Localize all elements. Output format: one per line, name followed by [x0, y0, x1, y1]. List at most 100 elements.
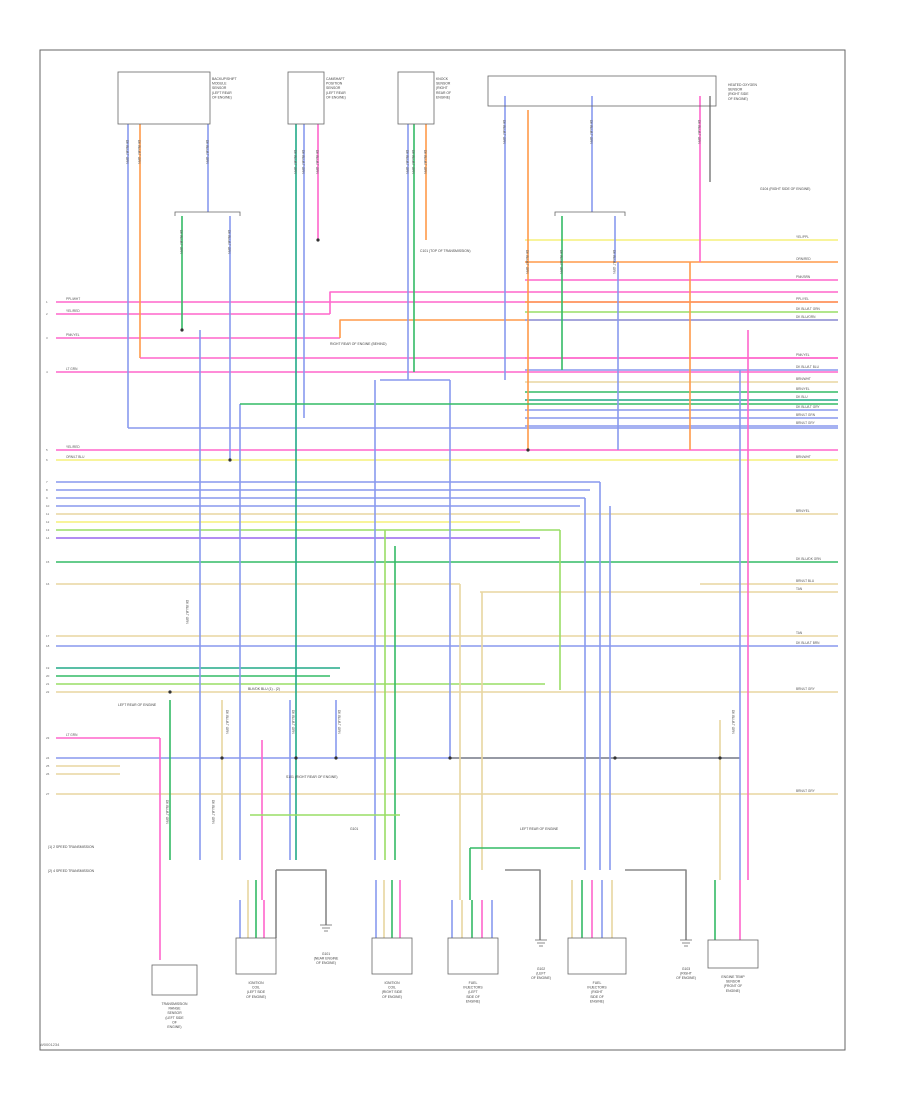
pin-number: 15: [46, 560, 50, 564]
vertical-wire-label: DK BLU/LT GRN: [337, 710, 341, 734]
legend-note: (2) 4 SPEED TRANSMISSION: [48, 869, 95, 873]
vertical-wire-label: DK BLU/LT GRN: [211, 800, 215, 824]
sensor-label: POSITION: [326, 82, 343, 86]
footer-code: W0001234: [40, 1042, 60, 1047]
splice-dot: [220, 756, 224, 760]
pin-number: 5: [46, 448, 48, 452]
splice-dot: [180, 328, 184, 332]
sensor-label: MODULE: [212, 82, 227, 86]
splice-dot: [448, 756, 452, 760]
ground-wire: [276, 869, 327, 925]
component-label: IGNITION: [248, 981, 264, 985]
pin-number: 7: [46, 480, 48, 484]
vertical-wire-label: DK BLU/LT GRN: [423, 150, 427, 174]
component-label: TRANSMISSION: [162, 1002, 188, 1006]
vertical-wire-label: DK BLU/LT GRN: [179, 230, 183, 254]
vertical-wire-label: DK BLU/LT GRN: [137, 140, 141, 164]
note-label: BLK/DK BLU (1) - (2): [248, 687, 280, 691]
sensor-label: OF ENGINE): [728, 97, 748, 101]
component-label: G103: [682, 967, 690, 971]
wire-label: BRN/LT GRY: [796, 789, 816, 793]
component-label: G102: [537, 967, 545, 971]
pin-number: 13: [46, 528, 50, 532]
pin-number: 1: [46, 300, 48, 304]
note-label: LEFT REAR OF ENGINE: [118, 703, 157, 707]
note-label: G104 (RIGHT SIDE OF ENGINE): [760, 187, 810, 191]
pin-number: 8: [46, 488, 48, 492]
wire-label: BRN/WHT: [796, 455, 811, 459]
component-group: [117, 71, 759, 996]
splice-dot: [168, 690, 172, 694]
wire-label: BRN/LT GRN: [796, 413, 816, 417]
wire-label: TAN: [796, 631, 803, 635]
note-label: C101 (TOP OF TRANSMISSION): [420, 249, 471, 253]
vertical-wire-label: DK BLU/LT GRN: [697, 120, 701, 144]
component-label: (FRONT OF: [724, 984, 742, 988]
wire-label: DK BLU/DK GRN: [796, 557, 821, 561]
splice-dot: [613, 756, 617, 760]
wire-label: DK BLU/LT BLU: [796, 365, 820, 369]
vertical-wire-label: DK BLU/LT GRN: [165, 800, 169, 824]
connector-bracket: [174, 211, 241, 216]
ground-wire: [505, 869, 541, 940]
vertical-wire-label: DK BLU/LT GRN: [225, 710, 229, 734]
component-label: SENSOR: [726, 980, 741, 984]
component-label: (LEFT: [536, 972, 545, 976]
wire-label: BRN/WHT: [796, 377, 811, 381]
component-label: OF ENGINE): [246, 995, 266, 999]
component-label: (LEFT: [468, 990, 477, 994]
pin-number: 4: [46, 370, 48, 374]
component-label: COIL: [388, 986, 396, 990]
vertical-wire-label: DK BLU/LT GRN: [612, 250, 616, 274]
vertical-wire-label: DK BLU/LT GRN: [315, 150, 319, 174]
component-label: ENGINE TEMP: [721, 975, 745, 979]
component-b4: [371, 937, 413, 975]
sensor-label: HEATED OXYGEN: [728, 83, 758, 87]
connector-bracket: [554, 211, 626, 216]
pin-number: 18: [46, 644, 50, 648]
note-label: S101 (RIGHT REAR OF ENGINE): [286, 775, 338, 779]
component-label: INJECTORS: [587, 986, 607, 990]
component-label: ENGINE): [466, 999, 480, 1003]
sensor-label: (RIGHT SIDE: [728, 92, 749, 96]
ground-symbol: [535, 939, 547, 947]
sensor-label: CAMSHAFT: [326, 77, 345, 81]
vertical-wire-label: DK BLU/LT GRN: [227, 230, 231, 254]
sensor-c3: [397, 71, 435, 125]
component-label: SENSOR: [167, 1011, 182, 1015]
sensor-label: SENSOR: [728, 88, 743, 92]
vertical-wire-label: DK BLU/LT GRN: [559, 250, 563, 274]
pin-number: 26: [46, 772, 50, 776]
vertical-wire-label: DK BLU/LT GRN: [293, 150, 297, 174]
wire-label: LT GRN: [66, 367, 78, 371]
sensor-label: KNOCK: [436, 77, 449, 81]
wire-group: [56, 96, 838, 960]
pin-number: 11: [46, 512, 49, 516]
splice-dot: [526, 448, 530, 452]
sensor-label: (LEFT REAR: [212, 91, 232, 95]
component-label: SIDE OF: [466, 995, 480, 999]
ground-wire: [625, 869, 687, 940]
wire-label: YEL/RED: [66, 445, 80, 449]
pin-number: 25: [46, 764, 50, 768]
legend-note: (1) 2 SPEED TRANSMISSION: [48, 845, 95, 849]
pin-number: 27: [46, 792, 50, 796]
pin-number: 21: [46, 682, 50, 686]
splice-dot: [228, 458, 232, 462]
component-label: FUEL: [593, 981, 602, 985]
component-label: (RIGHT SIDE: [382, 990, 403, 994]
wire-label: LT GRN: [66, 733, 78, 737]
pin-number: 12: [46, 520, 50, 524]
sensor-c2: [287, 71, 325, 125]
sensor-c1: [117, 71, 211, 125]
pin-number: 24: [46, 756, 50, 760]
sensor-label: (RIGHT: [436, 86, 448, 90]
pin-number: 2: [46, 312, 48, 316]
vertical-wire-label: DK BLU/LT GRN: [301, 150, 305, 174]
component-label: ENGINE): [167, 1025, 181, 1029]
component-label: OF: [172, 1020, 177, 1024]
splice-dot: [334, 756, 338, 760]
vertical-wire-label: DK BLU/LT GRN: [405, 150, 409, 174]
pin-number: 6: [46, 458, 48, 462]
